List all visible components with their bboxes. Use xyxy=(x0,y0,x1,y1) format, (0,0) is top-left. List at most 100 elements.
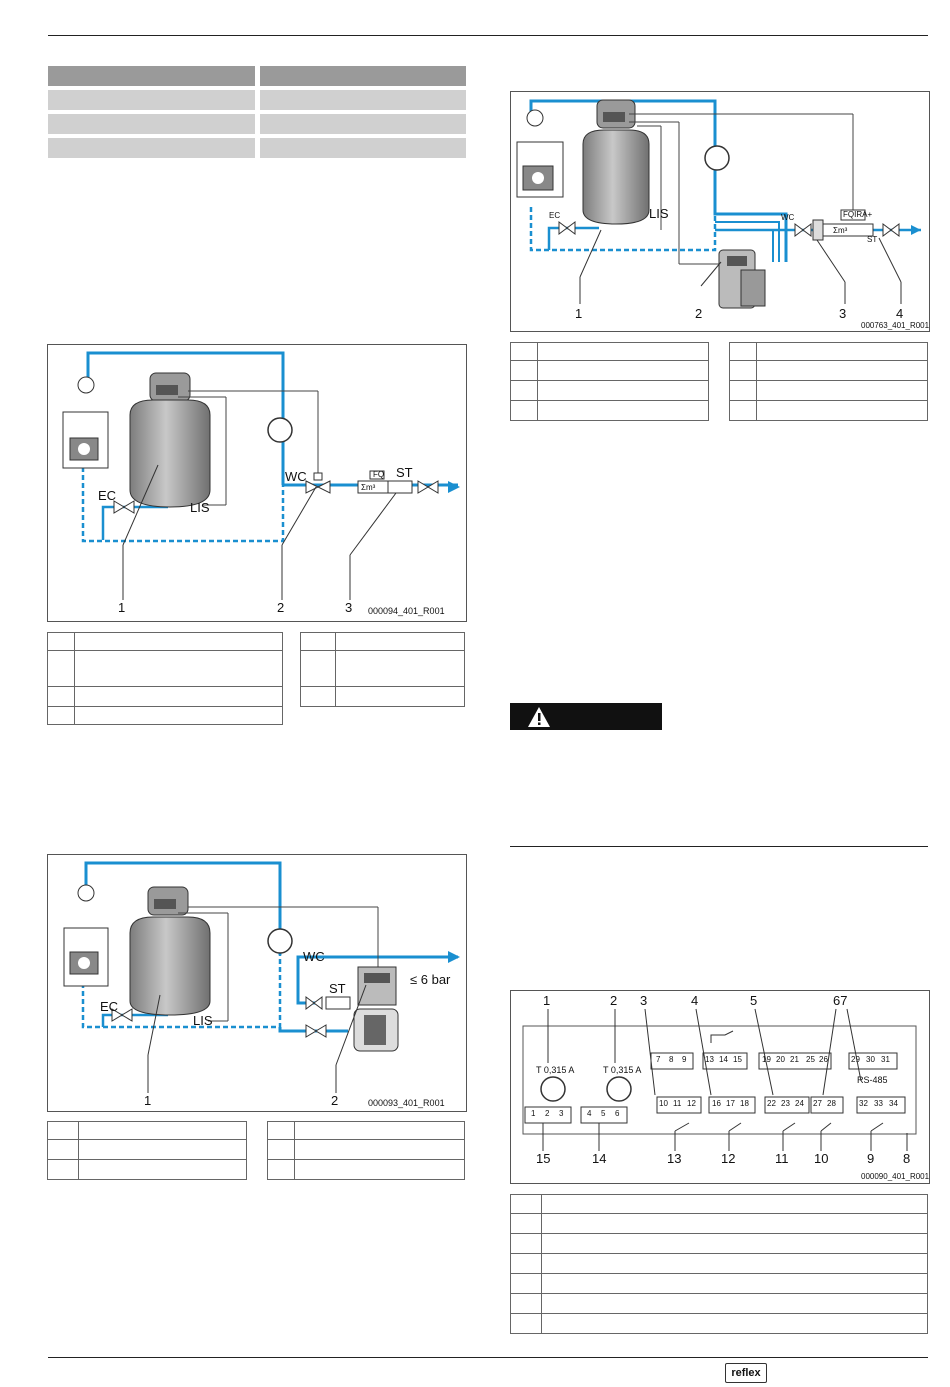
legend-table-left xyxy=(47,632,283,725)
svg-text:14: 14 xyxy=(719,1055,728,1064)
section-rule xyxy=(510,846,928,847)
callout-12: 12 xyxy=(721,1151,735,1166)
svg-text:20: 20 xyxy=(776,1055,785,1064)
svg-text:8: 8 xyxy=(669,1055,674,1064)
legend-table-left xyxy=(47,1121,247,1180)
legend-table-right xyxy=(267,1121,465,1180)
grey-table xyxy=(48,66,466,162)
svg-text:13: 13 xyxy=(705,1055,714,1064)
callout-14: 14 xyxy=(592,1151,606,1166)
header-rule xyxy=(48,35,928,36)
label-lis: LIS xyxy=(193,1013,213,1028)
svg-text:23: 23 xyxy=(781,1099,790,1108)
warning-banner xyxy=(510,703,662,730)
callout-2: 2 xyxy=(277,600,284,615)
legend-table-terminals xyxy=(510,1194,928,1334)
callout-1: 1 xyxy=(118,600,125,615)
svg-text:6: 6 xyxy=(615,1109,620,1118)
svg-text:26: 26 xyxy=(819,1055,828,1064)
rs485-label: RS-485 xyxy=(857,1075,888,1085)
callout-2: 2 xyxy=(610,993,617,1008)
callout-9: 9 xyxy=(867,1151,874,1166)
callout-15: 15 xyxy=(536,1151,550,1166)
footer-rule xyxy=(48,1357,928,1358)
svg-text:32: 32 xyxy=(859,1099,868,1108)
label-wc: WC xyxy=(303,949,325,964)
callout-1: 1 xyxy=(575,306,582,321)
label-wc: WC xyxy=(285,469,307,484)
callout-2: 2 xyxy=(695,306,702,321)
callout-4: 4 xyxy=(896,306,903,321)
callout-3: 3 xyxy=(839,306,846,321)
svg-text:30: 30 xyxy=(866,1055,875,1064)
legend-table-right xyxy=(729,342,928,421)
fuse-label-1: T 0,315 A xyxy=(536,1065,574,1075)
label-fqira: FQIRA+ xyxy=(843,210,872,219)
svg-text:29: 29 xyxy=(851,1055,860,1064)
warning-icon xyxy=(528,707,550,727)
label-m3: Σm³ xyxy=(833,226,848,235)
svg-text:3: 3 xyxy=(559,1109,564,1118)
callout-1: 1 xyxy=(543,993,550,1008)
svg-text:21: 21 xyxy=(790,1055,799,1064)
svg-text:10: 10 xyxy=(659,1099,668,1108)
label-st: ST xyxy=(329,981,346,996)
svg-text:27: 27 xyxy=(813,1099,822,1108)
svg-text:16: 16 xyxy=(712,1099,721,1108)
callout-11: 11 xyxy=(775,1151,789,1166)
svg-text:15: 15 xyxy=(733,1055,742,1064)
svg-text:12: 12 xyxy=(687,1099,696,1108)
legend-table-right xyxy=(300,632,465,707)
svg-text:25: 25 xyxy=(806,1055,815,1064)
callout-67: 67 xyxy=(833,993,847,1008)
figure-ref: 000763_401_R001 xyxy=(861,321,929,330)
callout-2: 2 xyxy=(331,1093,338,1108)
svg-text:22: 22 xyxy=(767,1099,776,1108)
figure-fillsoft-diagram: EC LIS WC ST ≤ 6 bar 1 2 000093_401_R001 xyxy=(47,854,467,1112)
label-lis: LIS xyxy=(190,500,210,515)
callout-10: 10 xyxy=(814,1151,828,1166)
svg-text:31: 31 xyxy=(881,1055,890,1064)
grey-table-row xyxy=(48,114,466,134)
label-ec: EC xyxy=(549,211,560,220)
callout-8: 8 xyxy=(903,1151,910,1166)
label-pressure: ≤ 6 bar xyxy=(410,972,451,987)
figure-fillcontrol-diagram: EC LIS WC FQIRA+ Σm³ ST 1 2 3 4 000763_4… xyxy=(510,91,930,332)
callout-3: 3 xyxy=(640,993,647,1008)
svg-text:4: 4 xyxy=(587,1109,592,1118)
callout-5: 5 xyxy=(750,993,757,1008)
svg-text:1: 1 xyxy=(531,1109,536,1118)
callout-4: 4 xyxy=(691,993,698,1008)
label-ec: EC xyxy=(100,999,118,1014)
svg-text:34: 34 xyxy=(889,1099,898,1108)
grey-table-row xyxy=(48,90,466,110)
legend-table-left xyxy=(510,342,709,421)
callout-13: 13 xyxy=(667,1151,681,1166)
svg-text:2: 2 xyxy=(545,1109,550,1118)
svg-text:9: 9 xyxy=(682,1055,687,1064)
label-m3: Σm³ xyxy=(361,483,376,492)
callout-3: 3 xyxy=(345,600,352,615)
figure-ref: 000094_401_R001 xyxy=(368,606,445,616)
svg-text:18: 18 xyxy=(740,1099,749,1108)
figure-ref: 000090_401_R001 xyxy=(861,1172,929,1181)
svg-text:7: 7 xyxy=(656,1055,661,1064)
svg-text:17: 17 xyxy=(726,1099,735,1108)
svg-text:24: 24 xyxy=(795,1099,804,1108)
figure-fillset-diagram: EC LIS WC ST FQ Σm³ 1 2 3 000094_401_R00… xyxy=(47,344,467,622)
label-wc: WC xyxy=(781,213,795,222)
label-lis: LIS xyxy=(649,206,669,221)
label-fq: FQ xyxy=(373,470,384,479)
grey-table-header xyxy=(48,66,466,86)
reflex-logo: reflex xyxy=(725,1363,767,1383)
label-st: ST xyxy=(396,465,413,480)
svg-text:33: 33 xyxy=(874,1099,883,1108)
label-st: ST xyxy=(867,235,877,244)
callout-1: 1 xyxy=(144,1093,151,1108)
grey-table-row xyxy=(48,138,466,158)
label-ec: EC xyxy=(98,488,116,503)
figure-ref: 000093_401_R001 xyxy=(368,1098,445,1108)
svg-text:19: 19 xyxy=(762,1055,771,1064)
svg-text:28: 28 xyxy=(827,1099,836,1108)
